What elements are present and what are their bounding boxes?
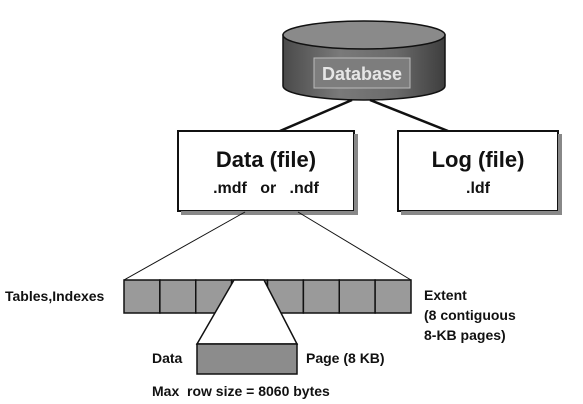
- extent-page-cell: [302, 279, 340, 314]
- extent-description: Extent (8 contiguous 8-KB pages): [424, 287, 516, 343]
- data-file-box: Data (file) .mdf or .ndf: [177, 130, 358, 215]
- data-file-title: Data (file): [216, 147, 316, 172]
- data-file-extensions: .mdf or .ndf: [213, 180, 319, 197]
- log-file-box: Log (file) .ldf: [397, 130, 562, 215]
- zoom-line-right: [297, 211, 412, 281]
- extent-page-cell: [123, 279, 161, 314]
- extent-label-line-3: 8-KB pages): [424, 327, 506, 343]
- tables-indexes-label: Tables,Indexes: [5, 288, 105, 304]
- extent-page-cell: [374, 279, 412, 314]
- database-cylinder: Database: [282, 20, 446, 101]
- extent-label-line-2: (8 contiguous: [424, 307, 516, 323]
- data-row-label: Data: [152, 350, 183, 366]
- log-file-title: Log (file): [432, 147, 525, 172]
- database-label: Database: [322, 64, 402, 84]
- page-rectangle: [196, 343, 298, 375]
- log-file-extension: .ldf: [466, 180, 491, 197]
- database-to-log-connector: [369, 98, 449, 133]
- extent-page-cell: [159, 279, 197, 314]
- extent-label-line-1: Extent: [424, 287, 467, 303]
- page-size-label: Page (8 KB): [306, 350, 385, 366]
- max-row-size-label: Max row size = 8060 bytes: [152, 383, 330, 399]
- database-to-data-connector: [279, 98, 353, 133]
- extent-page-cell: [338, 279, 376, 314]
- zoom-line-left: [123, 211, 246, 281]
